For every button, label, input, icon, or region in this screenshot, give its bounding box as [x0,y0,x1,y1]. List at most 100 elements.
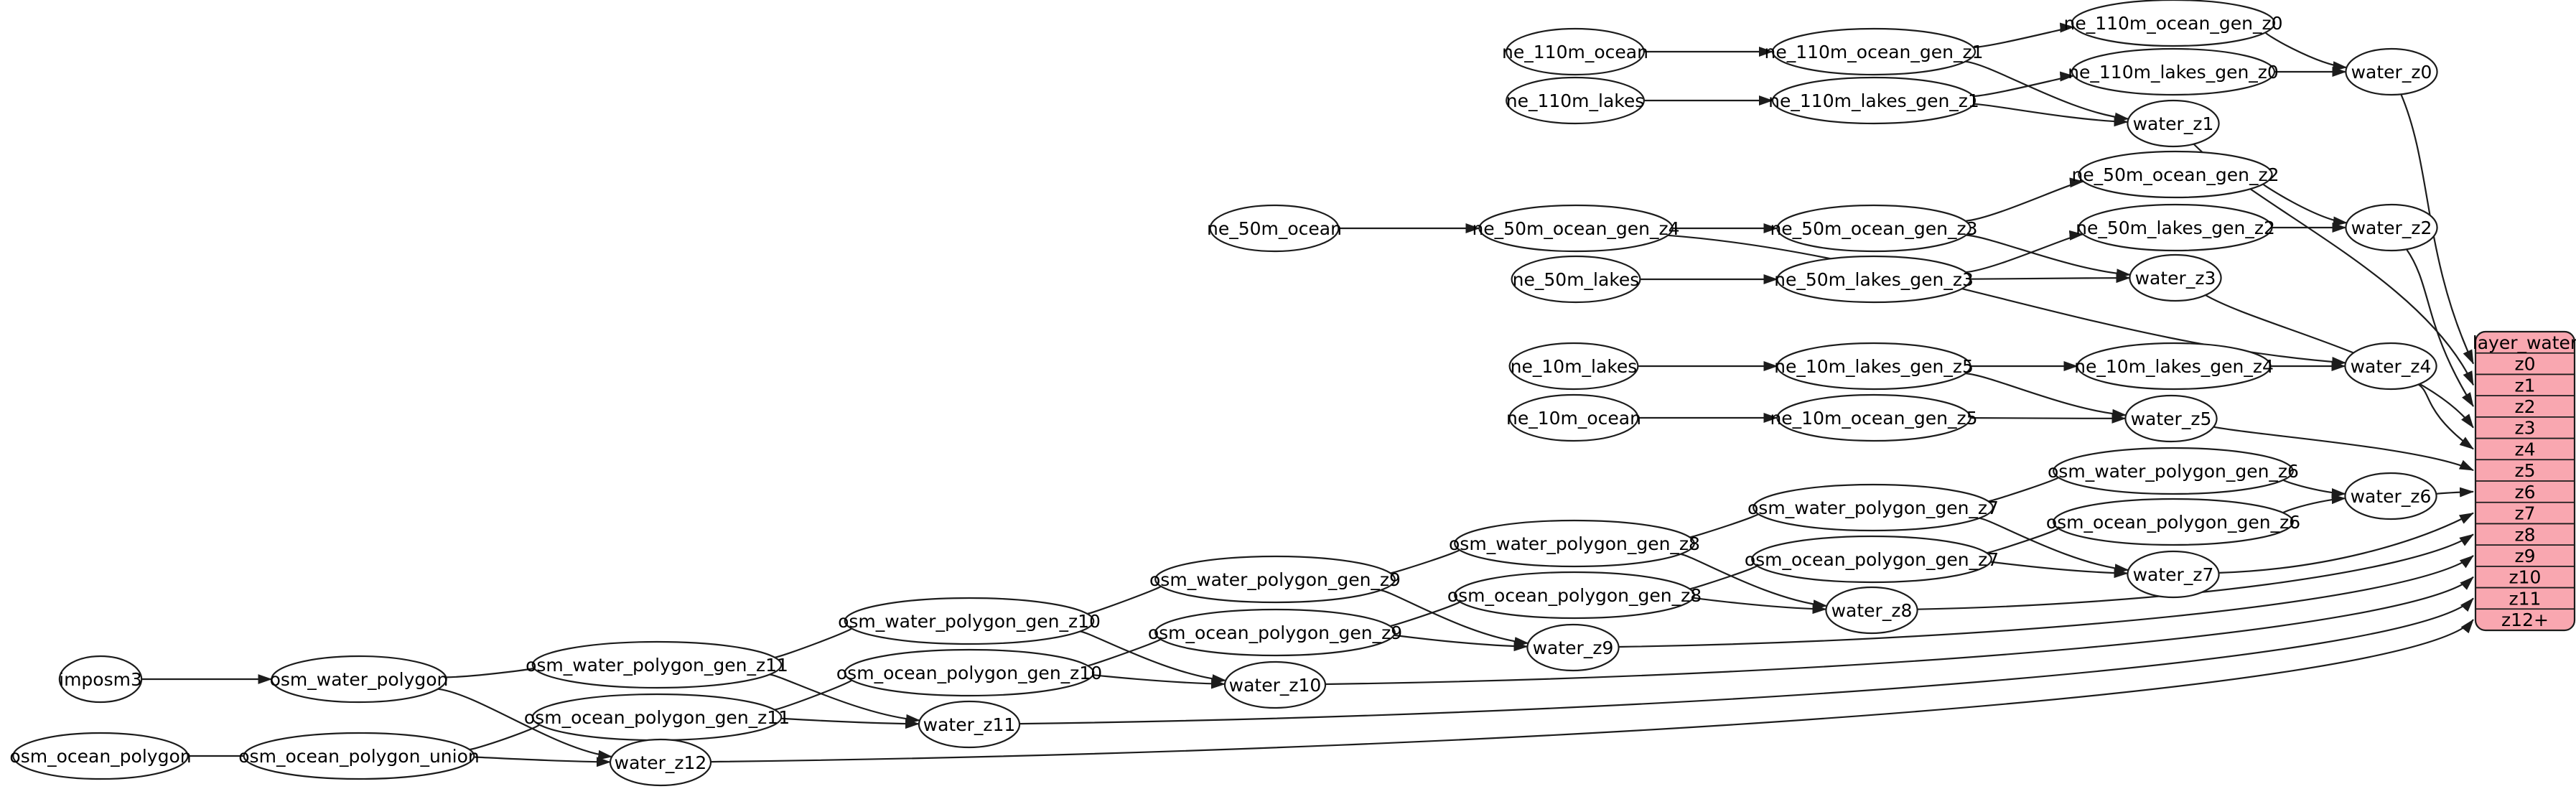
node-ellipse [2127,550,2220,599]
table-row-zoom-level: z4 [2514,439,2535,459]
node-label: water_z0 [2351,62,2432,83]
node-water_z6: water_z6 [2344,472,2437,520]
edge-water_z6-layer-water-z6 [2430,487,2474,498]
node-label: osm_ocean_polygon_union [238,746,479,767]
node-ne_10m_lakes: ne_10m_lakes [1508,342,1639,391]
edge-water_z4-layer-water-z4 [2417,383,2474,450]
edge-water_z2-layer-water-z2 [2406,248,2474,407]
node-ellipse [1478,204,1674,253]
node-osm_ocean_polygon: osm_ocean_polygon [9,732,192,780]
node-ellipse [1776,204,1971,253]
node-label: water_z4 [2351,356,2432,377]
node-label: osm_ocean_polygon_gen_z10 [836,663,1102,683]
node-ellipse [918,700,1021,749]
node-label: ne_50m_lakes_gen_z2 [2076,218,2275,238]
node-ellipse [1506,76,1645,125]
table-row-zoom-level: z10 [2509,567,2542,588]
node-ne_10m_ocean: ne_10m_ocean [1506,393,1641,442]
node-ellipse [2053,447,2294,495]
node-imposm3: imposm3 [58,655,143,704]
node-ne_110m_ocean_gen_z1: ne_110m_ocean_gen_z1 [1764,27,1984,76]
node-label: ne_10m_ocean [1506,408,1641,429]
node-ellipse [1771,27,1977,76]
node-label: water_z10 [1229,675,1322,696]
edge-water_z11-layer-water-z11 [1019,597,2474,725]
node-ellipse [2076,342,2272,391]
edge-ne_10m_ocean_gen_z5-water_z5 [1970,413,2127,424]
node-ellipse [2345,47,2438,96]
node-label: water_z5 [2131,408,2212,429]
node-ellipse [2071,0,2276,47]
table-row-zoom-level: z9 [2514,546,2535,566]
node-label: osm_ocean_polygon_gen_z6 [2046,512,2300,533]
node-osm_ocean_polygon_gen_z6: osm_ocean_polygon_gen_z6 [2046,498,2300,546]
node-ellipse [1511,255,1641,304]
node-osm_ocean_polygon_gen_z7: osm_ocean_polygon_gen_z7 [1745,535,1999,584]
table-row-zoom-level: z5 [2514,460,2535,481]
node-ne_110m_ocean_gen_z0: ne_110m_ocean_gen_z0 [2063,0,2283,47]
node-ne_50m_ocean_gen_z4: ne_50m_ocean_gen_z4 [1472,204,1680,253]
table-row-zoom-level: z12+ [2501,610,2549,630]
node-ne_110m_lakes_gen_z1: ne_110m_lakes_gen_z1 [1768,76,1979,125]
node-label: water_z3 [2135,268,2216,289]
table-row-zoom-level: z2 [2514,396,2535,417]
node-ellipse [2127,99,2220,148]
node-label: osm_water_polygon [270,669,449,690]
node-ellipse [12,732,189,780]
node-ellipse [1209,204,1340,253]
edge-osm_ocean_polygon_union-water_z12 [474,756,611,767]
edge-osm_water_polygon_gen_z10-water_z10 [1080,630,1227,685]
node-ne_50m_lakes_gen_z3: ne_50m_lakes_gen_z3 [1774,255,1974,304]
node-label: water_z11 [923,714,1016,735]
node-label: ne_110m_lakes [1506,90,1645,111]
edge-ne_50m_ocean_gen_z2-water_z2 [2262,183,2348,227]
edge-ne_110m_lakes_gen_z1-ne_110m_lakes_gen_z0 [1973,71,2075,98]
node-ellipse [2124,394,2218,443]
edge-osm_water_polygon_gen_z11-water_z11 [769,673,920,724]
node-label: ne_50m_ocean_gen_z2 [2071,164,2279,185]
node-label: water_z7 [2133,564,2214,585]
table-row-zoom-level: z11 [2509,588,2542,609]
node-label: osm_ocean_polygon_gen_z9 [1148,622,1402,643]
node-label: ne_10m_lakes [1511,356,1638,377]
node-water_z0: water_z0 [2345,47,2438,96]
node-label: imposm3 [59,669,142,690]
node-ellipse [1526,623,1620,672]
node-label: water_z1 [2133,113,2214,134]
node-label: ne_50m_ocean_gen_z3 [1770,218,1977,239]
node-ellipse [1776,342,1971,391]
node-ellipse [1454,571,1695,620]
node-ellipse [531,640,783,689]
table-row-zoom-level: z3 [2514,418,2535,439]
node-ne_50m_ocean_gen_z3: ne_50m_ocean_gen_z3 [1770,204,1978,253]
edge-osm_water_polygon_gen_z11-osm_water_polygon_gen_z10 [774,622,865,658]
node-ellipse [609,738,712,787]
edge-water_z12-layer-water-z12+ [710,619,2474,763]
edge-ne_50m_ocean_gen_z4-water_z4 [1668,234,2347,368]
node-label: water_z8 [1831,600,1913,621]
table-layer: layer_waterz0z1z2z3z4z5z6z7z8z9z10z11z12… [2473,330,2576,632]
node-water_z5: water_z5 [2124,394,2218,443]
node-label: ne_110m_ocean_gen_z1 [1764,42,1983,62]
node-ellipse [2071,47,2276,96]
node-ellipse [2078,150,2273,199]
node-ellipse [844,597,1095,645]
node-label: water_z6 [2351,486,2432,507]
node-ellipse [2345,203,2438,252]
node-ellipse [1771,76,1977,125]
node-ellipse [2344,472,2437,520]
edge-ne_50m_lakes_gen_z3-water_z3 [1970,273,2131,284]
node-label: ne_50m_ocean [1207,218,1342,239]
node-label: ne_10m_lakes_gen_z4 [2074,356,2274,377]
node-osm_water_polygon: osm_water_polygon [270,655,449,704]
node-osm_ocean_polygon_union: osm_ocean_polygon_union [238,732,480,780]
edge-ne_50m_ocean_gen_z3-ne_50m_ocean_gen_z2 [1965,177,2084,222]
edge-osm_water_polygon_gen_z7-water_z7 [1979,517,2129,574]
edge-osm_ocean_polygon_gen_z8-water_z8 [1693,597,1827,615]
edge-ne_110m_lakes_gen_z1-water_z1 [1974,103,2129,127]
node-ne_10m_lakes_gen_z5: ne_10m_lakes_gen_z5 [1774,342,1974,391]
node-osm_water_polygon_gen_z11: osm_water_polygon_gen_z11 [526,640,788,689]
table-row-zoom-level: z7 [2514,503,2535,524]
